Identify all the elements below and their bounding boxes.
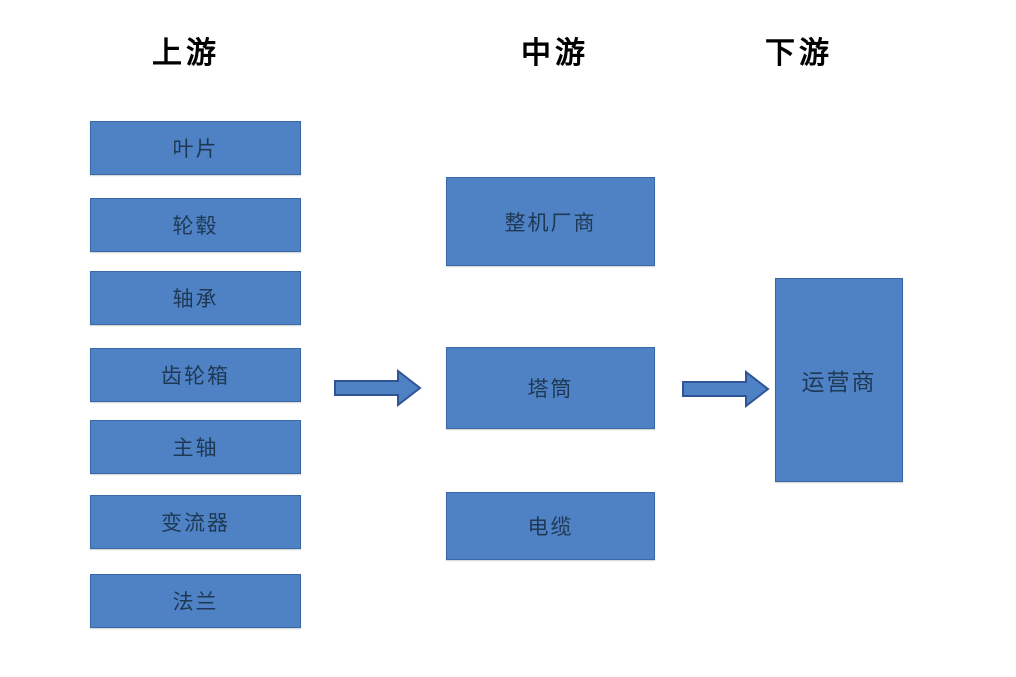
upstream-box-gearbox: 齿轮箱 <box>90 348 301 402</box>
upstream-box-converter: 变流器 <box>90 495 301 549</box>
upstream-box-hub: 轮毂 <box>90 198 301 252</box>
upstream-box-bearing: 轴承 <box>90 271 301 325</box>
downstream-box-operator: 运营商 <box>775 278 903 482</box>
midstream-box-turbine-manufacturer: 整机厂商 <box>446 177 655 266</box>
right-arrow-icon <box>682 370 770 408</box>
downstream-column-header: 下游 <box>765 37 833 70</box>
midstream-box-tower: 塔筒 <box>446 347 655 429</box>
right-arrow-icon <box>334 369 422 407</box>
upstream-box-main-shaft: 主轴 <box>90 420 301 474</box>
upstream-box-blade: 叶片 <box>90 121 301 175</box>
midstream-column-header: 中游 <box>521 37 589 70</box>
midstream-box-cable: 电缆 <box>446 492 655 560</box>
upstream-box-flange: 法兰 <box>90 574 301 628</box>
upstream-column-header: 上游 <box>152 37 220 70</box>
